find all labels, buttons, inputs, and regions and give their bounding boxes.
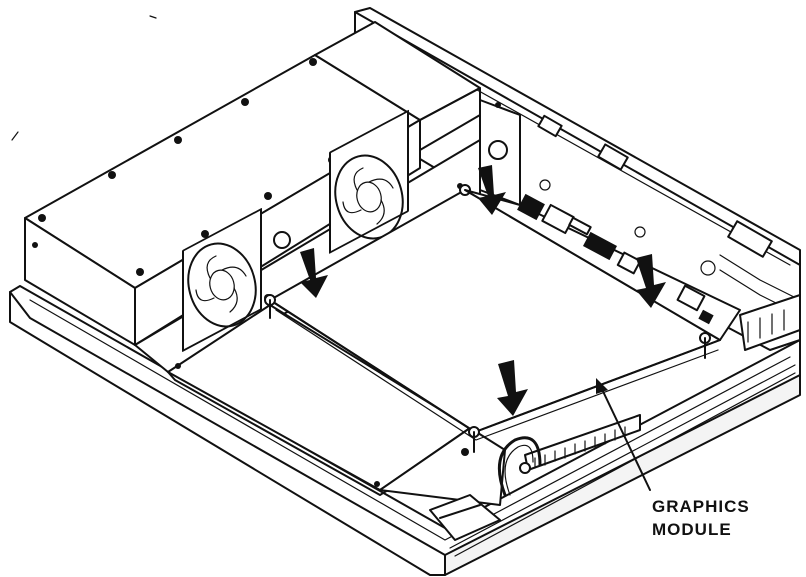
callout-leader-line <box>599 384 651 491</box>
callout-label-line2: MODULE <box>652 520 732 539</box>
rear-connector-panel <box>464 179 741 341</box>
callout-label-line1: GRAPHICS <box>652 497 750 516</box>
callout-arrowhead <box>596 378 608 394</box>
front-connector-strip <box>524 294 801 471</box>
ribbon-cable <box>497 436 542 497</box>
arrow-down-icon <box>300 248 328 298</box>
cooling-fan-icon <box>329 109 409 254</box>
chassis-base <box>9 7 801 576</box>
arrow-down-icon <box>497 360 528 416</box>
front-latch <box>429 494 501 541</box>
arrow-down-icon <box>478 165 506 215</box>
cooling-fan-icon <box>182 208 262 352</box>
graphics-module-callout: GRAPHICS MODULE <box>596 378 750 539</box>
arrow-down-icon <box>636 254 666 308</box>
